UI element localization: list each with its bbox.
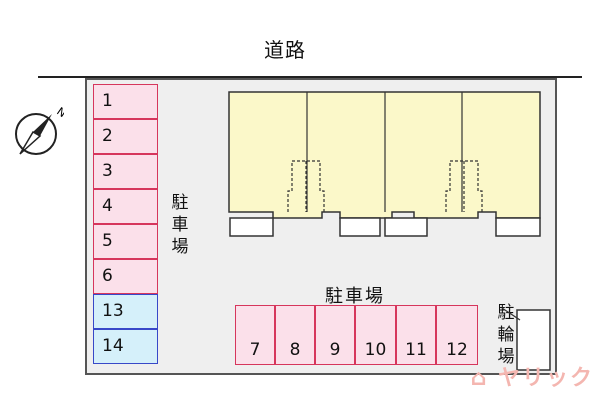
parking-stall: 1 — [93, 84, 158, 119]
road-line — [38, 76, 582, 78]
parking-stall: 8 — [275, 305, 315, 365]
parking-stall: 9 — [315, 305, 355, 365]
parking-stall: 11 — [396, 305, 436, 365]
parking-stall: 4 — [93, 189, 158, 224]
building — [228, 91, 541, 237]
parking-stall: 10 — [355, 305, 396, 365]
bicycle-shelter — [501, 307, 551, 371]
parking-stall: 12 — [436, 305, 478, 365]
parking-stall: 3 — [93, 154, 158, 189]
road-label: 道路 — [264, 38, 306, 62]
parking-label-horizontal: 駐車場 — [325, 286, 385, 307]
house-logo-icon: ⌂ — [470, 366, 489, 391]
bicycle-parking-label: 駐 輪 場 — [497, 303, 515, 367]
parking-stall: 6 — [93, 259, 158, 294]
parking-stall: 5 — [93, 224, 158, 259]
compass-icon: N — [15, 105, 64, 155]
parking-stall: 2 — [93, 119, 158, 154]
parking-stall: 7 — [235, 305, 275, 365]
watermark: ⌂ ヤリック — [470, 366, 594, 391]
parking-stall: 13 — [93, 294, 158, 329]
parking-label-vertical: 駐 車 場 — [171, 193, 189, 257]
parking-stall: 14 — [93, 329, 158, 364]
compass-north-label: N — [54, 105, 64, 120]
